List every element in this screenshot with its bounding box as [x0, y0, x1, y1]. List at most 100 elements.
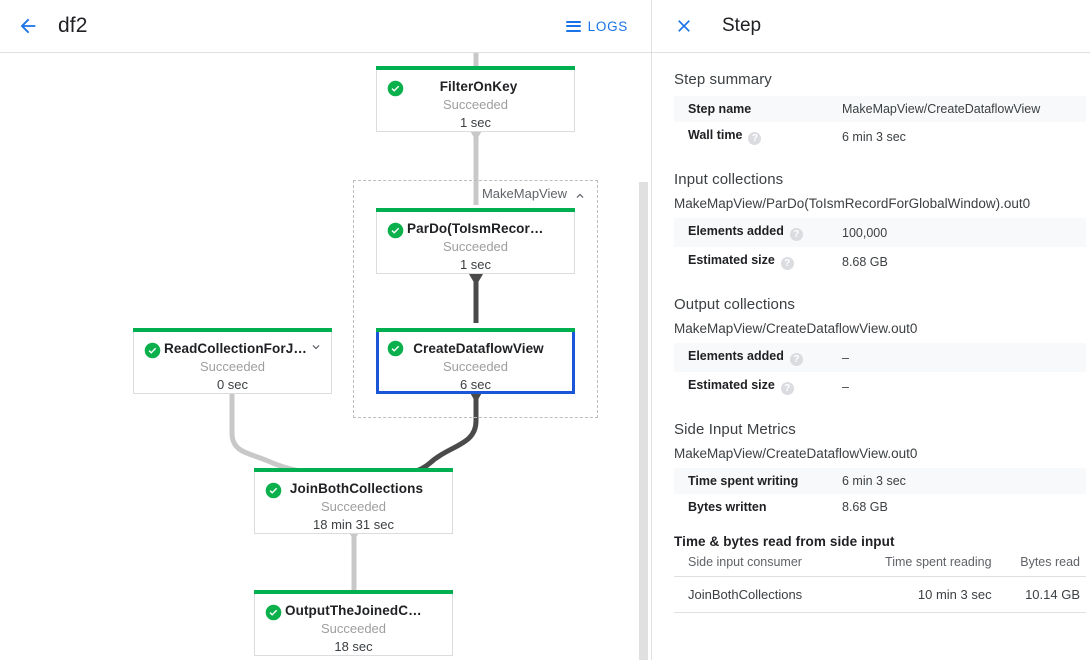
node-duration: 6 sec — [459, 377, 492, 392]
column-header-bytes-read: Bytes read — [997, 551, 1086, 577]
node-title: CreateDataflowView — [413, 341, 544, 356]
group-label: MakeMapView — [481, 186, 567, 201]
step-summary-heading: Step summary — [674, 71, 772, 88]
close-icon[interactable] — [664, 6, 704, 46]
composite-group-makemapview[interactable]: MakeMapView — [353, 180, 598, 418]
table-row: Bytes written 8.68 GB — [674, 494, 1086, 520]
success-check-icon — [144, 342, 161, 359]
row-key: Estimated size — [688, 378, 775, 392]
row-value: 100,000 — [842, 225, 888, 240]
node-duration: 18 min 31 sec — [313, 517, 394, 532]
side-input-read-heading: Time & bytes read from side input — [674, 534, 895, 549]
step-panel-title: Step — [722, 15, 762, 36]
page-title: df2 — [58, 14, 88, 37]
logs-button[interactable]: LOGS — [558, 13, 636, 40]
graph-node-joinbothcollections[interactable]: JoinBothCollections Succeeded 18 min 31 … — [254, 468, 453, 534]
table-row: Estimated size? – — [674, 372, 1086, 401]
help-icon[interactable]: ? — [780, 257, 794, 270]
pane-divider — [651, 0, 652, 660]
status-bar-succeeded — [376, 208, 575, 212]
graph-node-createdataflowview[interactable]: CreateDataflowView Succeeded 6 sec — [376, 328, 575, 394]
output-collections-table: Elements added? – Estimated size? – — [674, 343, 1086, 401]
row-value: 6 min 3 sec — [842, 129, 906, 144]
row-value: 8.68 GB — [842, 254, 888, 269]
node-status: Succeeded — [199, 359, 266, 374]
row-value: – — [842, 350, 849, 365]
column-header-side-input-consumer: Side input consumer — [674, 551, 847, 577]
edge-arrow — [469, 391, 483, 403]
node-status: Succeeded — [442, 239, 509, 254]
node-duration: 0 sec — [216, 377, 249, 392]
status-bar-succeeded — [254, 590, 453, 594]
side-input-metrics-heading: Side Input Metrics — [674, 421, 796, 438]
table-row: Step name MakeMapView/CreateDataflowView — [674, 96, 1086, 122]
step-summary-table: Step name MakeMapView/CreateDataflowView… — [674, 96, 1086, 151]
table-row: Estimated size? 8.68 GB — [674, 247, 1086, 276]
success-check-icon — [387, 340, 404, 357]
side-input-metrics-table: Time spent writing 6 min 3 sec Bytes wri… — [674, 468, 1086, 520]
status-bar-succeeded — [376, 328, 575, 332]
job-header: df2 LOGS — [0, 0, 652, 53]
success-check-icon — [387, 80, 404, 97]
cell-bytes-read: 10.14 GB — [997, 576, 1086, 613]
table-row: Elements added? – — [674, 343, 1086, 372]
step-details-body: Step summary Step name MakeMapView/Creat… — [652, 53, 1090, 613]
help-icon[interactable]: ? — [789, 353, 803, 366]
side-input-read-table: Side input consumer Time spent reading B… — [674, 551, 1086, 613]
back-arrow-icon[interactable] — [6, 4, 50, 48]
row-value: – — [842, 379, 849, 394]
chevron-up-icon[interactable] — [573, 189, 587, 203]
graph-node-readcollectionforjoin[interactable]: ReadCollectionForJoin Succeeded 0 sec — [133, 328, 332, 394]
node-duration: 1 sec — [459, 257, 492, 272]
node-title: OutputTheJoinedCollec… — [285, 603, 452, 618]
help-icon[interactable]: ? — [748, 132, 762, 145]
row-key: Estimated size — [688, 253, 775, 267]
graph-pane-scrollbar[interactable] — [639, 182, 648, 660]
column-header-time-spent-reading: Time spent reading — [846, 551, 998, 577]
graph-node-pardo-toismrecord[interactable]: ParDo(ToIsmRecordFor… Succeeded 1 sec — [376, 208, 575, 274]
status-bar-succeeded — [133, 328, 332, 332]
row-key: Step name — [688, 102, 752, 116]
success-check-icon — [387, 222, 404, 239]
node-status: Succeeded — [320, 499, 387, 514]
table-row: Time spent writing 6 min 3 sec — [674, 468, 1086, 494]
graph-node-outputthejoinedcollection[interactable]: OutputTheJoinedCollec… Succeeded 18 sec — [254, 590, 453, 656]
input-collections-table: Elements added? 100,000 Estimated size? … — [674, 218, 1086, 276]
step-details-pane: Step Step summary Step name MakeMapView/… — [652, 0, 1090, 660]
table-header-row: Side input consumer Time spent reading B… — [674, 551, 1086, 577]
node-title: ReadCollectionForJoin — [164, 341, 314, 356]
output-collections-heading: Output collections — [674, 296, 796, 313]
status-bar-succeeded — [254, 468, 453, 472]
status-bar-succeeded — [376, 66, 575, 70]
edge-readcollection-join — [229, 385, 325, 477]
success-check-icon — [265, 482, 282, 499]
node-status: Succeeded — [442, 97, 509, 112]
logs-button-label: LOGS — [587, 18, 628, 34]
node-title: FilterOnKey — [439, 79, 518, 94]
help-icon[interactable]: ? — [780, 382, 794, 395]
step-panel-header: Step — [652, 0, 1090, 53]
row-key: Elements added — [688, 349, 784, 363]
node-title: JoinBothCollections — [289, 481, 424, 496]
row-key: Bytes written — [688, 500, 767, 514]
help-icon[interactable]: ? — [789, 228, 803, 241]
chevron-down-icon[interactable] — [309, 340, 323, 354]
graph-canvas[interactable]: MakeMapView FilterOnKey Succeeded 1 sec — [0, 53, 652, 660]
cell-time-spent-reading: 10 min 3 sec — [846, 576, 998, 613]
row-key: Wall time — [688, 128, 743, 142]
row-key: Elements added — [688, 224, 784, 238]
success-check-icon — [265, 604, 282, 621]
row-value: 6 min 3 sec — [842, 474, 906, 488]
graph-node-filteronkey[interactable]: FilterOnKey Succeeded 1 sec — [376, 66, 575, 132]
job-graph-pane: df2 LOGS — [0, 0, 652, 660]
cell-side-input-consumer: JoinBothCollections — [674, 576, 847, 613]
node-status: Succeeded — [320, 621, 387, 636]
node-duration: 1 sec — [459, 115, 492, 130]
table-row: JoinBothCollections 10 min 3 sec 10.14 G… — [674, 576, 1086, 613]
node-title: ParDo(ToIsmRecordFor… — [407, 221, 574, 236]
edge-arrow — [469, 274, 483, 286]
input-collections-heading: Input collections — [674, 171, 784, 188]
input-collection-name: MakeMapView/ParDo(ToIsmRecordForGlobalWi… — [674, 196, 1031, 211]
row-value: MakeMapView/CreateDataflowView — [842, 102, 1041, 116]
